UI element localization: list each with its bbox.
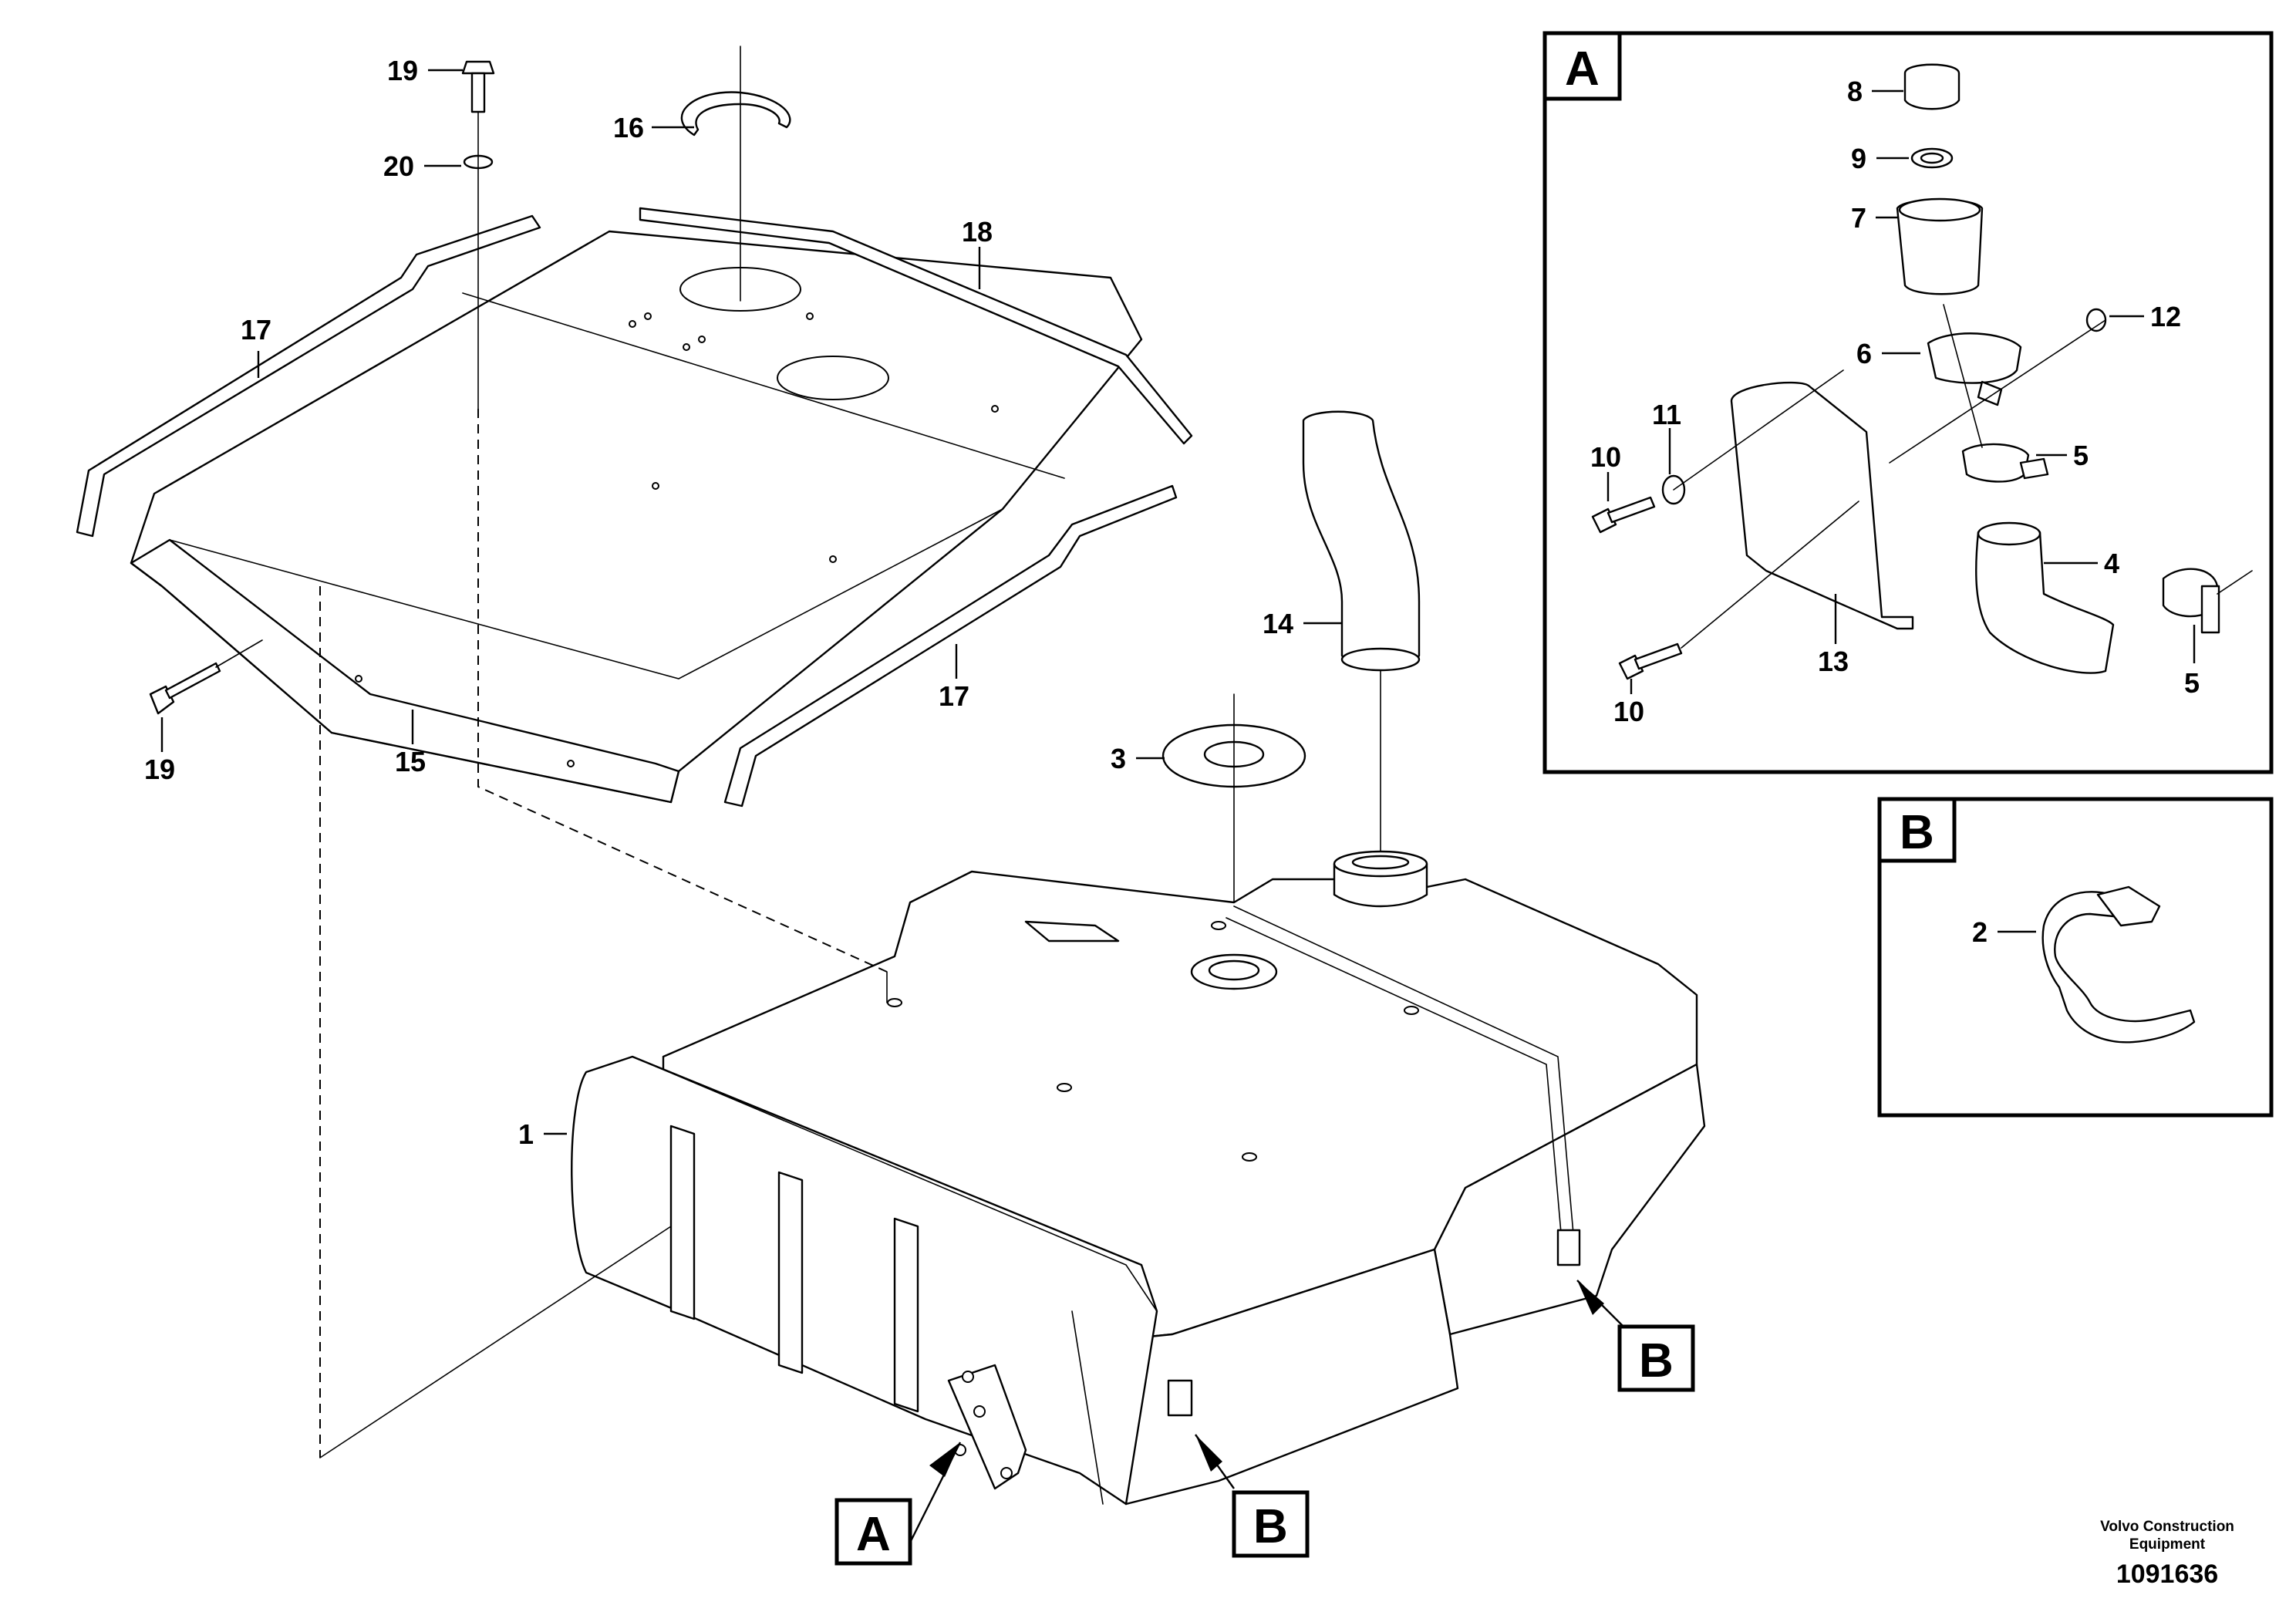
washer-12 [2085, 308, 2107, 332]
svg-text:B: B [1639, 1334, 1674, 1388]
callout-10a: 10 [1590, 441, 1621, 473]
callout-10b: 10 [1613, 696, 1644, 727]
callout-8: 8 [1847, 76, 1863, 107]
credit-line-1: Volvo Construction [2100, 1519, 2234, 1535]
callout-17b: 17 [939, 680, 969, 712]
fuel-tank-1 [571, 850, 1706, 1506]
cap-8 [1903, 63, 1961, 110]
detail-tag-a: A [834, 1442, 962, 1566]
callout-17a: 17 [241, 314, 271, 346]
callout-1: 1 [518, 1118, 534, 1150]
detail-box-b-title: B [1900, 806, 1934, 859]
callout-2: 2 [1972, 916, 1988, 948]
detail-tag-b-front: B [1195, 1434, 1310, 1558]
seal-strip-17-left [76, 214, 541, 538]
callout-14: 14 [1263, 608, 1293, 639]
callout-3: 3 [1111, 743, 1126, 774]
svg-text:B: B [1253, 1500, 1288, 1553]
callout-18: 18 [962, 216, 993, 248]
detail-tag-b-side: B [1576, 1280, 1695, 1392]
detail-box-a [1542, 31, 2274, 774]
callout-11: 11 [1652, 399, 1681, 430]
assembly-line-cover [477, 409, 888, 973]
bolt-19-side [149, 662, 221, 715]
bolt-19-side-axis [215, 639, 263, 668]
callout-15: 15 [395, 746, 426, 777]
leader-lines [160, 69, 2196, 1135]
detail-box-b [1877, 797, 2274, 1118]
callout-16: 16 [613, 112, 644, 143]
callout-13: 13 [1818, 646, 1849, 677]
callout-19a: 19 [387, 55, 418, 86]
clamp-6 [1927, 332, 2022, 384]
document-number: 1091636 [2116, 1560, 2218, 1589]
callout-20: 20 [383, 150, 414, 182]
callout-7: 7 [1851, 202, 1866, 234]
svg-text:A: A [856, 1508, 891, 1561]
credit-line-2: Equipment [2129, 1536, 2206, 1553]
callout-5a: 5 [2073, 440, 2089, 471]
clamp-5-upper [1961, 443, 2030, 483]
assembly-line-tank [319, 1226, 672, 1458]
cover-plate-15 [130, 230, 1143, 804]
callout-9: 9 [1851, 143, 1866, 174]
clip-16 [680, 91, 791, 137]
bracket-13 [1730, 381, 1914, 630]
seal-strip-17-right [723, 484, 1178, 808]
callout-12: 12 [2150, 301, 2181, 332]
filler-hose-14 [1302, 410, 1421, 672]
callout-19b: 19 [144, 754, 175, 785]
callout-5b: 5 [2184, 667, 2200, 699]
seal-strip-18 [639, 207, 1193, 445]
callout-6: 6 [1856, 338, 1872, 369]
bolt-19-top [461, 60, 495, 113]
callout-4: 4 [2104, 548, 2119, 579]
detail-box-a-title: A [1565, 42, 1600, 96]
